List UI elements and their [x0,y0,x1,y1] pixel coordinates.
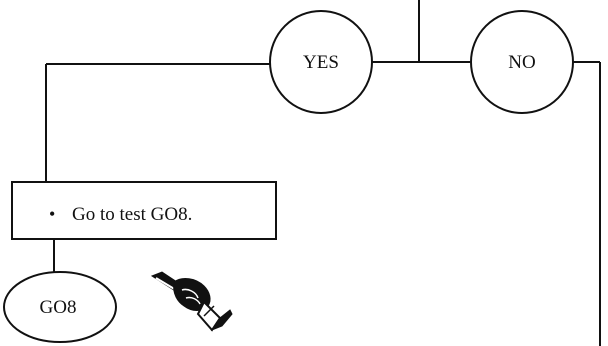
goto-label: GO8 [40,297,77,318]
connector-lines [45,0,601,346]
goto-oval [3,271,117,343]
no-label: NO [508,52,535,73]
action-box-frame [11,181,277,240]
pointing-hand-icon [150,271,233,332]
action-bullet: • [49,204,55,224]
yes-node: YES [269,10,373,114]
action-box: • Go to test GO8. [11,181,277,240]
no-node: NO [470,10,574,114]
yes-label: YES [303,52,339,73]
action-text: Go to test GO8. [72,204,192,225]
no-circle [470,10,574,114]
goto-node: GO8 [3,271,117,343]
yes-circle [269,10,373,114]
